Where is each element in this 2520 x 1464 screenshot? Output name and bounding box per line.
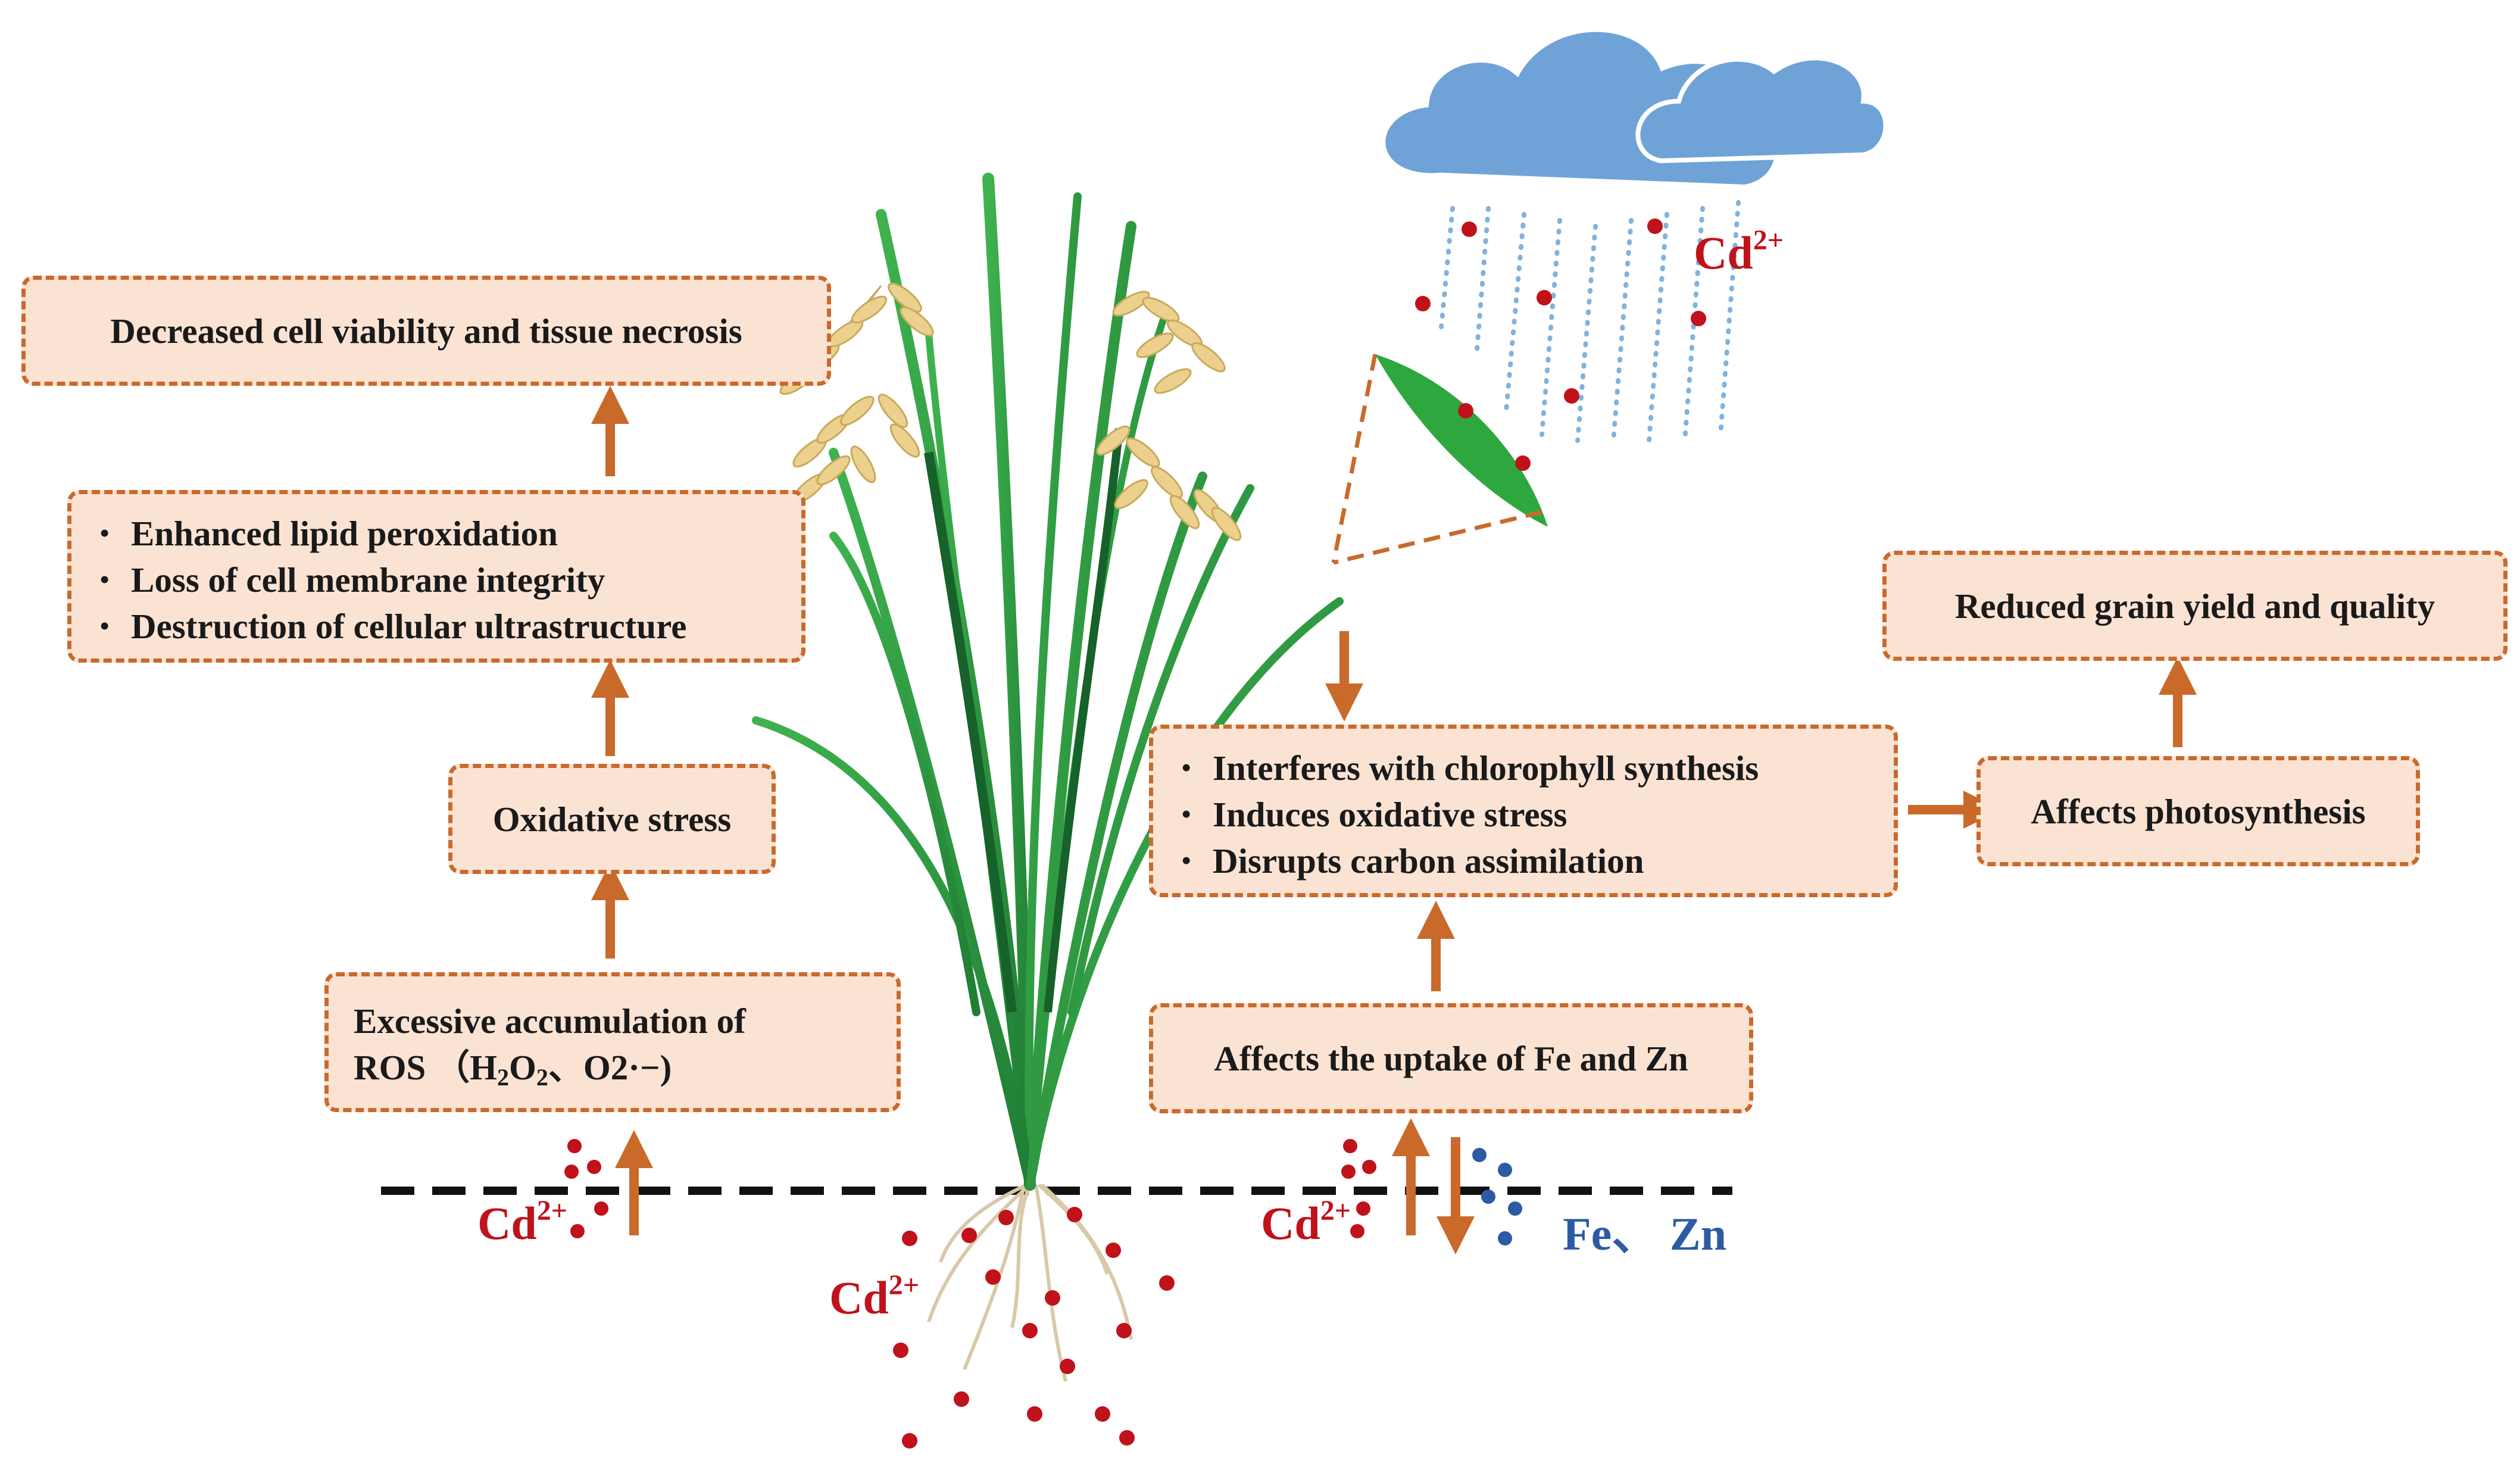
ros-line-2: ROS （H2O2、O2·−) [354, 1048, 672, 1091]
chlorophyll-effects-list: Interferes with chlorophyll synthesis In… [1171, 745, 1894, 884]
chlorophyll-effects-box: Interferes with chlorophyll synthesis In… [1149, 725, 1898, 897]
ros-line-1: Excessive accumulation of [354, 1001, 746, 1041]
oxidative-stress-text: Oxidative stress [492, 799, 732, 839]
cd-label-soil-left: Cd2+ [477, 1195, 568, 1250]
membrane-damage-list: Enhanced lipid peroxidation Loss of cell… [89, 510, 801, 650]
root-uptake-cd-particles-right [1341, 1139, 1376, 1238]
fe-zn-label: Fe、 Zn [1563, 1208, 1727, 1260]
photosynthesis-text: Affects photosynthesis [2031, 791, 2366, 831]
rice-plant-illustration [752, 173, 1344, 1382]
fe-zn-particles [1472, 1148, 1522, 1246]
ros-box: Excessive accumulation of ROS （H2O2、O2·−… [324, 972, 901, 1112]
leaf-zoom-callout [1331, 354, 1548, 565]
membrane-damage-item: Destruction of cellular ultrastructure [89, 603, 801, 650]
cd-label-rain: Cd2+ [1694, 224, 1784, 279]
chlorophyll-effects-item: Interferes with chlorophyll synthesis [1171, 745, 1894, 791]
oxidative-stress-box: Oxidative stress [448, 764, 776, 874]
uptake-text: Affects the uptake of Fe and Zn [1214, 1038, 1688, 1078]
cd-label-soil-root: Cd2+ [829, 1269, 920, 1324]
yield-box: Reduced grain yield and quality [1882, 551, 2507, 661]
membrane-damage-box: Enhanced lipid peroxidation Loss of cell… [67, 490, 805, 663]
flow-arrows [591, 386, 2197, 1254]
chlorophyll-effects-item: Induces oxidative stress [1171, 791, 1894, 838]
chlorophyll-effects-item: Disrupts carbon assimilation [1171, 838, 1894, 884]
cell-death-box: Decreased cell viability and tissue necr… [21, 276, 831, 386]
membrane-damage-item: Enhanced lipid peroxidation [89, 510, 801, 557]
yield-text: Reduced grain yield and quality [1954, 586, 2435, 626]
airborne-cd-particles [1415, 218, 1706, 404]
membrane-damage-item: Loss of cell membrane integrity [89, 557, 801, 603]
photosynthesis-box: Affects photosynthesis [1976, 756, 2420, 866]
cd-label-soil-right: Cd2+ [1261, 1195, 1351, 1250]
root-uptake-cd-particles-left [564, 1139, 608, 1238]
uptake-box: Affects the uptake of Fe and Zn [1149, 1003, 1753, 1113]
rice-roots [927, 1183, 1133, 1382]
cell-death-text: Decreased cell viability and tissue necr… [110, 311, 742, 351]
soil-cd-particles [893, 1207, 1175, 1449]
rain-cloud-icon [1385, 32, 1888, 185]
